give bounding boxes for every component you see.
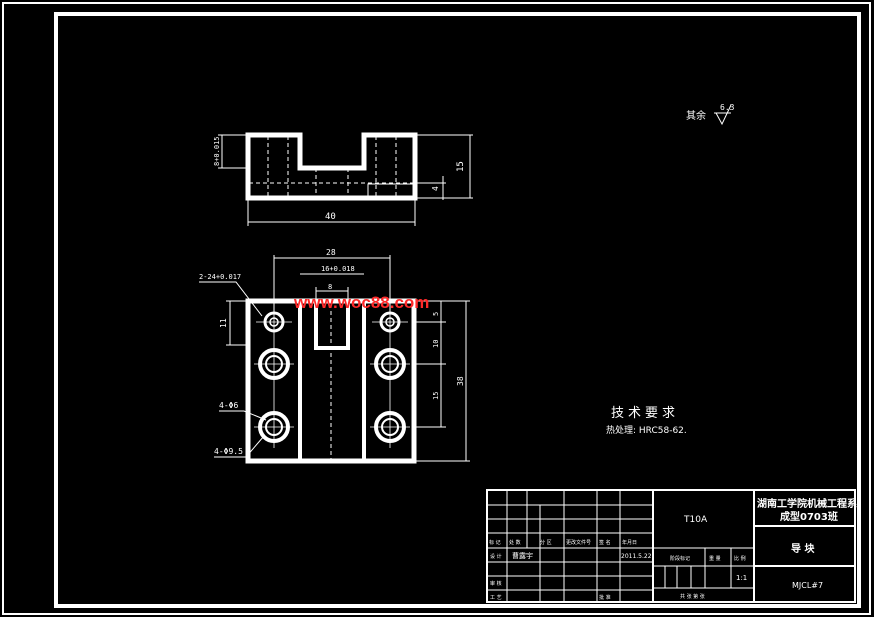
label-scale: 比 例 — [734, 555, 746, 562]
dim-left: 8+0.015 — [213, 136, 221, 166]
label-weight: 重 量 — [709, 555, 721, 562]
label-sign: 签 名 — [599, 539, 611, 546]
label-sheet: 共 张 第 张 — [680, 593, 705, 600]
label-date: 年月日 — [622, 539, 637, 546]
label-zone: 分 区 — [540, 539, 552, 546]
title-block-text: T10A 湖南工学院机械工程系 成型0703班 导 块 MJCL#7 1:1 曹… — [489, 497, 857, 601]
title-block — [486, 489, 856, 603]
date: 2011.5.22 — [621, 553, 652, 560]
tech-requirements: 技术要求 热处理: HRC58-62. — [606, 406, 687, 436]
dim-top-outer: 28 — [326, 248, 336, 257]
surface-finish-label: 其余 — [686, 109, 706, 122]
label-stage: 阶段标记 — [670, 555, 690, 562]
dim-slot: 16+0.018 — [321, 265, 355, 273]
label-change: 更改文件号 — [566, 539, 591, 546]
note-holes-1: 4-Φ6 — [219, 401, 238, 410]
dim-total: 38 — [456, 376, 465, 386]
material: T10A — [683, 515, 708, 525]
label-process: 工 艺 — [490, 595, 502, 601]
surface-finish-value: 6.3 — [720, 103, 735, 112]
inner-border — [54, 12, 861, 608]
dim-slot-inner: 8 — [328, 283, 332, 291]
part-name: 导 块 — [791, 542, 815, 555]
front-view: 28 16+0.018 8 11 2-24+0.017 5 10 15 38 4… — [199, 248, 470, 464]
top-view: 40 15 4 8+0.015 — [213, 132, 473, 226]
label-count: 处 数 — [509, 539, 521, 546]
dim-height: 15 — [456, 161, 466, 172]
school: 湖南工学院机械工程系 — [757, 497, 857, 510]
dim-right-1: 5 — [432, 312, 440, 316]
tech-req-line1: 热处理: HRC58-62. — [606, 424, 687, 436]
dim-right-3: 15 — [432, 392, 440, 400]
dim-hole-note: 2-24+0.017 — [199, 273, 241, 281]
watermark: www.woc88.com — [293, 293, 429, 312]
label-check: 审 核 — [490, 580, 502, 587]
drawing-no: MJCL#7 — [792, 581, 823, 590]
dim-left-height: 11 — [219, 318, 228, 328]
surface-finish-note: 其余 6.3 — [686, 103, 735, 126]
label-approve: 批 准 — [599, 594, 611, 601]
dim-step: 4 — [431, 186, 440, 191]
label-design: 设 计 — [490, 553, 502, 560]
note-holes-2: 4-Φ9.5 — [214, 447, 243, 456]
label-mark: 标 记 — [489, 539, 501, 546]
dim-width: 40 — [325, 212, 336, 222]
tech-req-title: 技术要求 — [611, 406, 679, 421]
dim-right-2: 10 — [432, 340, 440, 348]
class: 成型0703班 — [780, 510, 838, 523]
designer: 曹露宇 — [512, 551, 533, 560]
scale: 1:1 — [736, 574, 747, 582]
